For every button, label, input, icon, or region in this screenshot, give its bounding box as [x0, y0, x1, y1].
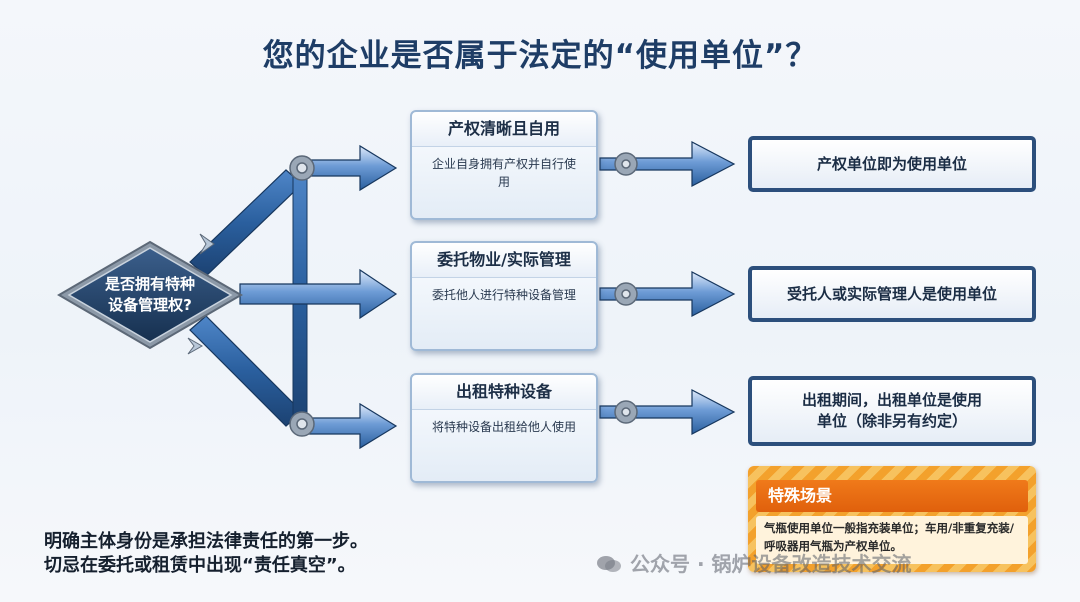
decision-line-2: 设备管理权?: [108, 296, 192, 314]
decision-line-1: 是否拥有特种: [104, 275, 195, 293]
arrow-to-result-3: [599, 389, 736, 435]
wechat-icon: [597, 556, 621, 572]
arrow-to-result-2: [599, 271, 736, 317]
arrow-to-card-2: [239, 268, 398, 320]
watermark: 公众号 · 锅炉设备改造技术交流: [596, 548, 912, 577]
branch-card-1: 产权清晰且自用 企业自身拥有产权并自行使用: [410, 110, 598, 220]
arrow-to-card-3: [299, 402, 398, 450]
footer-line-1: 明确主体身份是承担法律责任的第一步。: [44, 531, 368, 552]
page-title: 您的企业是否属于法定的“使用单位”？: [262, 38, 818, 74]
branch-card-2: 委托物业/实际管理 委托他人进行特种设备管理: [410, 241, 598, 351]
special-heading: 特殊场景: [756, 480, 1028, 512]
branch-heading: 委托物业/实际管理: [412, 243, 596, 278]
branch-description: 委托他人进行特种设备管理: [431, 288, 576, 302]
footer-note: 明确主体身份是承担法律责任的第一步。 切忌在委托或租赁中出现“责任真空”。: [44, 530, 368, 578]
result-box-3: 出租期间，出租单位是使用单位（除非另有约定）: [748, 376, 1036, 446]
result-box-2: 受托人或实际管理人是使用单位: [748, 266, 1036, 322]
special-scenario-panel: 特殊场景 气瓶使用单位一般指充装单位；车用/非重复充装/呼吸器用气瓶为产权单位。: [748, 466, 1036, 572]
watermark-text: 公众号 · 锅炉设备改造技术交流: [630, 552, 912, 576]
footer-line-2: 切忌在委托或租赁中出现“责任真空”。: [44, 555, 356, 576]
branch-description: 将特种设备出租给他人使用: [431, 420, 576, 434]
decision-diamond-shape: [57, 240, 243, 350]
branch-heading: 产权清晰且自用: [412, 112, 596, 147]
special-text: 气瓶使用单位一般指充装单位；车用/非重复充装/呼吸器用气瓶为产权单位。: [756, 516, 1028, 564]
gear-icon: [289, 155, 315, 437]
branch-card-3: 出租特种设备 将特种设备出租给他人使用: [410, 373, 598, 483]
branch-heading: 出租特种设备: [412, 375, 596, 410]
arrow-to-result-1: [599, 141, 736, 187]
result-box-1: 产权单位即为使用单位: [748, 136, 1036, 192]
decision-node: 是否拥有特种 设备管理权?: [55, 236, 245, 354]
branch-description: 企业自身拥有产权并自行使用: [431, 157, 576, 189]
